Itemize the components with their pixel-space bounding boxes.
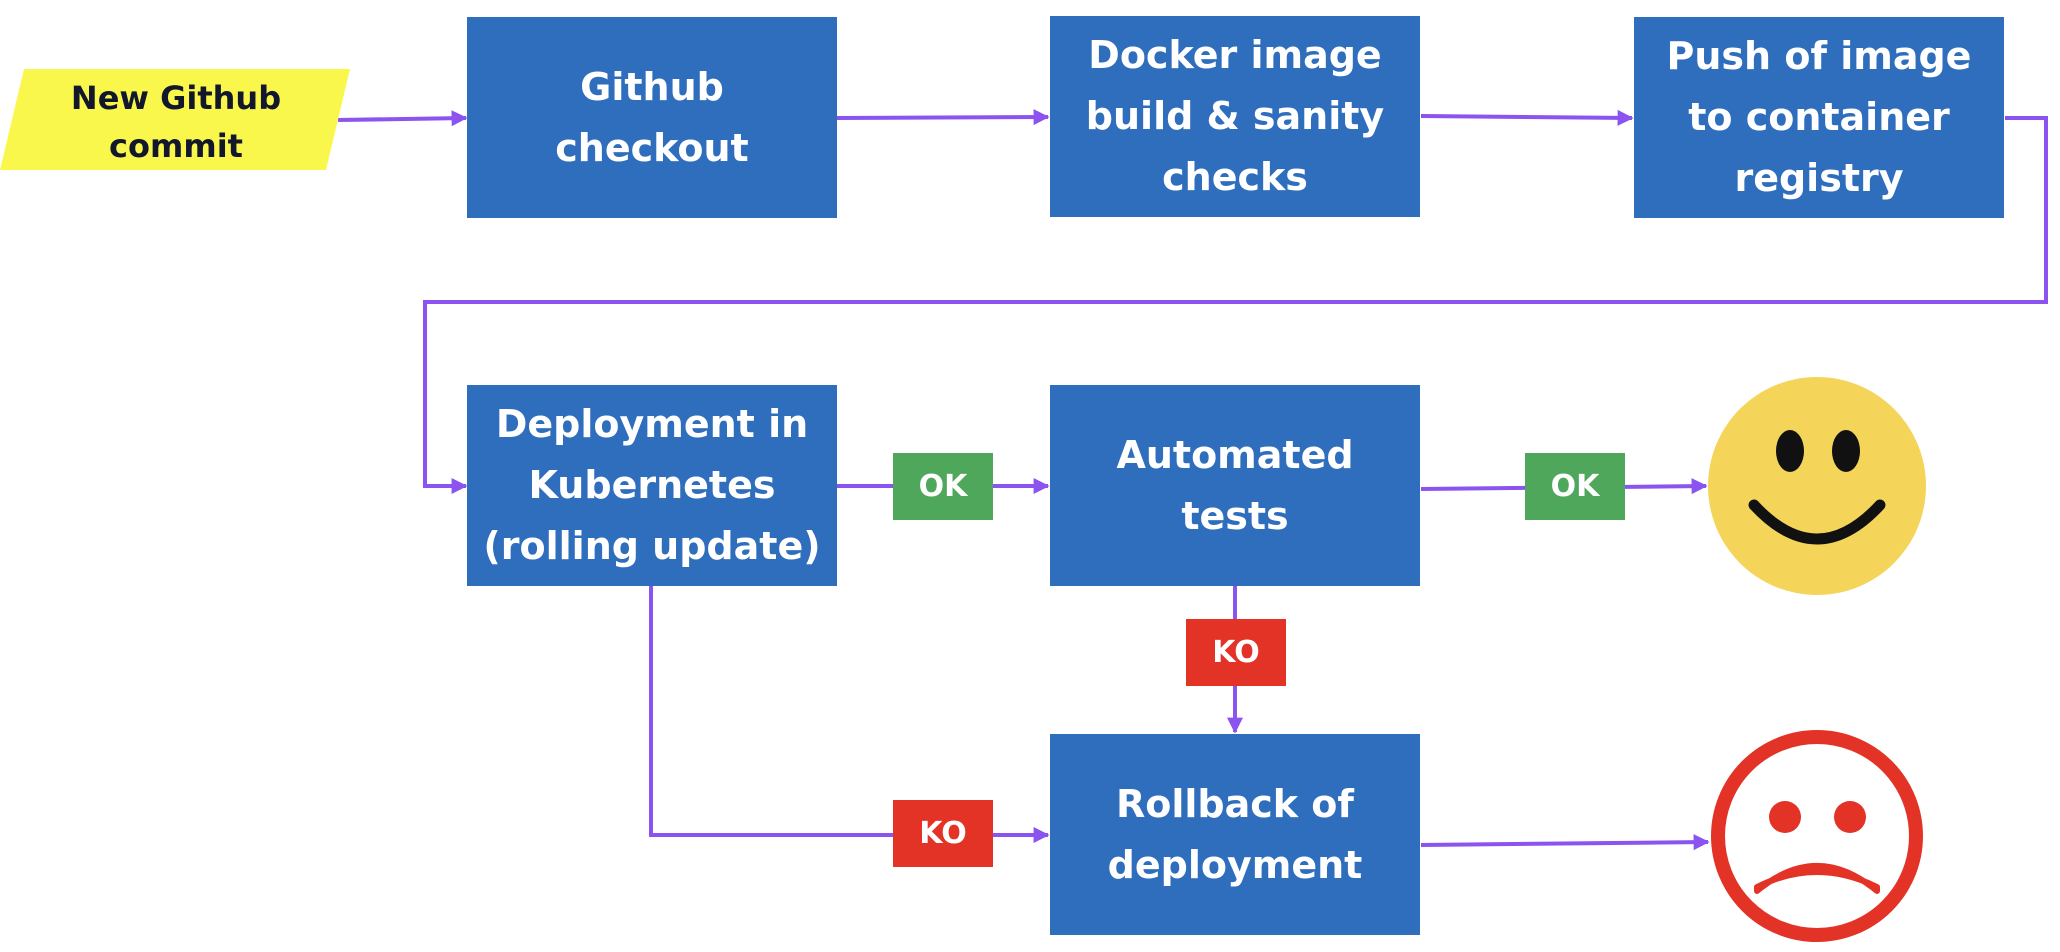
arrow-docker-to-push <box>1420 109 1634 126</box>
step-rollback: Rollback of deployment <box>1050 734 1420 935</box>
step-docker-build: Docker image build & sanity checks <box>1050 16 1420 217</box>
step-deployment: Deployment in Kubernetes (rolling update… <box>467 385 837 586</box>
deploy-ko-badge: KO <box>893 800 993 867</box>
step-label: Deployment in Kubernetes (rolling update… <box>483 402 821 568</box>
step-label: Docker image build & sanity checks <box>1085 33 1385 199</box>
step-label: Push of image to container registry <box>1666 34 1972 200</box>
step-github-checkout: Github checkout <box>467 17 837 218</box>
start-event-shape <box>0 69 350 170</box>
start-event-label: New Github commit <box>70 79 282 165</box>
arrow-deploy-to-rollback <box>649 586 1050 843</box>
sad-face-icon <box>1711 730 1923 942</box>
step-label: Rollback of deployment <box>1107 781 1363 887</box>
arrow-push-to-deploy <box>423 116 2048 494</box>
step-label: Github checkout <box>555 64 749 170</box>
deploy-ok-badge: OK <box>893 453 993 520</box>
arrow-checkout-to-docker <box>836 109 1050 126</box>
tests-ok-badge: OK <box>1525 453 1625 520</box>
arrow-commit-to-checkout <box>337 110 468 127</box>
step-push-image: Push of image to container registry <box>1634 17 2004 218</box>
arrow-rollback-to-failure <box>1420 834 1710 851</box>
smiley-face-icon <box>1708 377 1926 595</box>
step-automated-tests: Automated tests <box>1050 385 1420 586</box>
tests-ko-badge: KO <box>1186 619 1286 686</box>
step-label: Automated tests <box>1116 432 1354 538</box>
